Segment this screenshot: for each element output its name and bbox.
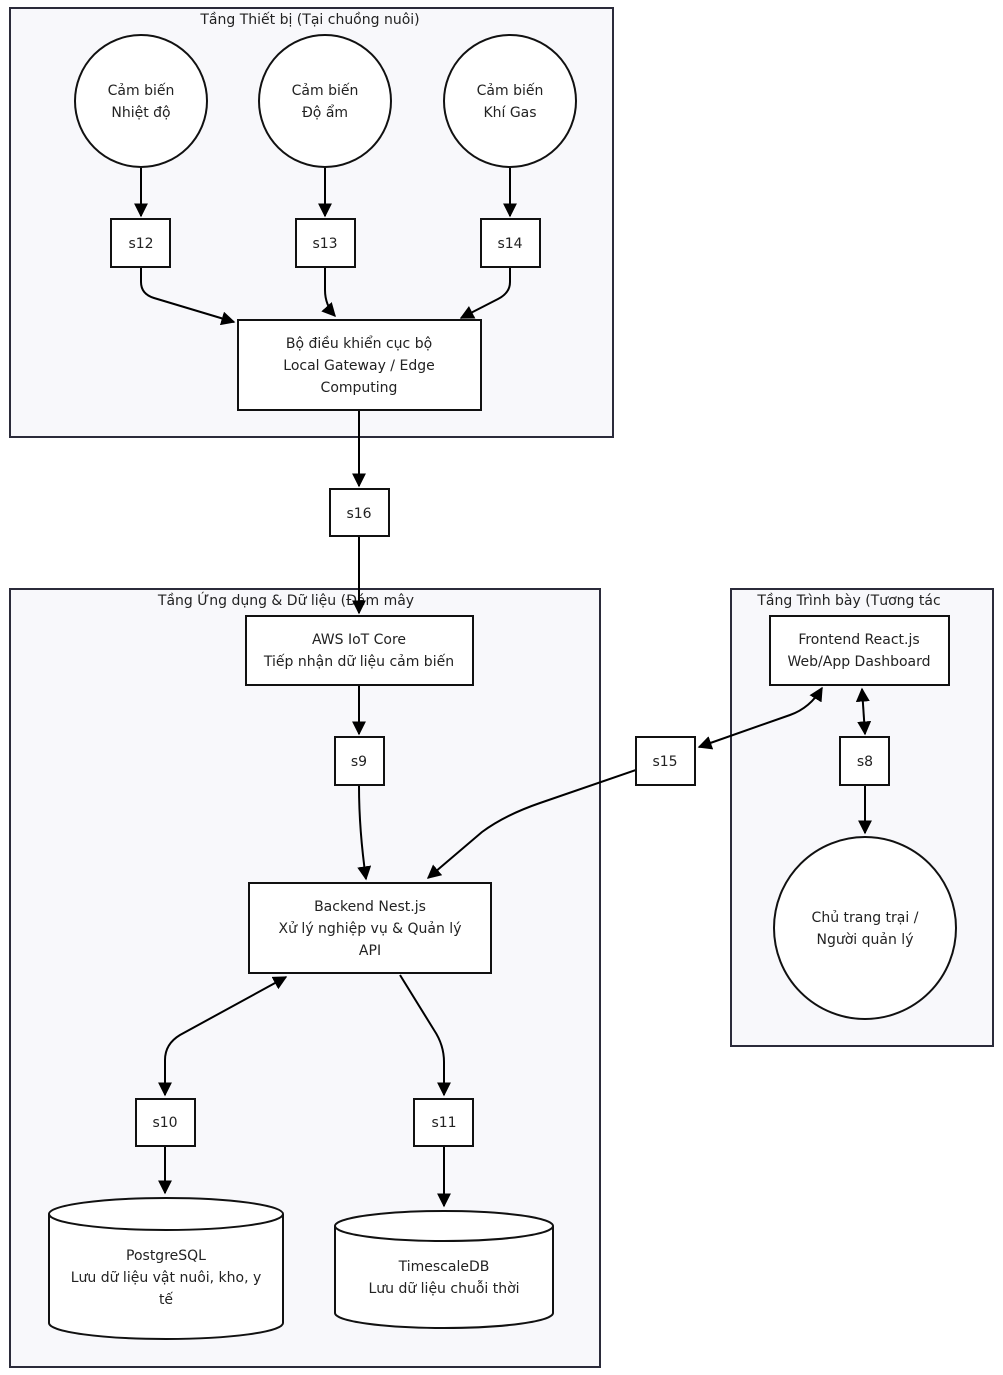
cluster-presentation-title: Tầng Trình bày (Tương tác bbox=[756, 593, 940, 609]
label-s10-text: s10 bbox=[152, 1115, 177, 1131]
cluster-cloud-title: Tầng Ứng dụng & Dữ liệu (Đám mây bbox=[157, 591, 414, 609]
gateway-line1: Bộ điều khiển cục bộ bbox=[286, 335, 432, 352]
label-s14-text: s14 bbox=[497, 236, 522, 252]
node-aws-iot-core: AWS IoT Core Tiếp nhận dữ liệu cảm biến bbox=[245, 615, 474, 686]
timescale-line2: Lưu dữ liệu chuỗi thời bbox=[368, 1280, 519, 1297]
edge-s13-gateway bbox=[321, 268, 336, 318]
node-humidity-sensor: Cảm biến Độ ẩm bbox=[258, 34, 392, 168]
label-s15: s15 bbox=[635, 736, 696, 786]
label-s12: s12 bbox=[110, 218, 171, 268]
farm-owner-line2: Người quản lý bbox=[817, 932, 914, 948]
label-s16-text: s16 bbox=[346, 506, 371, 522]
backend-line3: API bbox=[359, 943, 381, 959]
temp-sensor-line2: Nhiệt độ bbox=[111, 105, 170, 121]
node-gas-sensor: Cảm biến Khí Gas bbox=[443, 34, 577, 168]
edge-frontend-s15 bbox=[697, 686, 823, 750]
gas-sensor-line1: Cảm biến bbox=[477, 82, 544, 99]
edge-backend-s11 bbox=[399, 974, 451, 1097]
label-s11-text: s11 bbox=[431, 1115, 456, 1131]
cluster-device-title: Tầng Thiết bị (Tại chuồng nuôi) bbox=[199, 11, 419, 28]
backend-line1: Backend Nest.js bbox=[314, 899, 426, 915]
edges bbox=[134, 168, 872, 1208]
label-s12-text: s12 bbox=[128, 236, 153, 252]
node-timescaledb-database: TimescaleDB Lưu dữ liệu chuỗi thời bbox=[334, 1210, 554, 1329]
postgres-line3: tế bbox=[159, 1291, 173, 1308]
label-s10: s10 bbox=[135, 1098, 196, 1147]
backend-line2: Xử lý nghiệp vụ & Quản lý bbox=[279, 921, 462, 937]
edge-frontend-s8 bbox=[855, 687, 872, 736]
gateway-line3: Computing bbox=[321, 380, 398, 396]
label-s8-text: s8 bbox=[857, 754, 873, 770]
node-backend-nestjs: Backend Nest.js Xử lý nghiệp vụ & Quản l… bbox=[248, 882, 492, 974]
label-s9-text: s9 bbox=[351, 754, 367, 770]
edge-s12-gateway bbox=[140, 268, 236, 326]
edge-s14-gateway bbox=[459, 268, 511, 319]
aws-iot-line2: Tiếp nhận dữ liệu cảm biến bbox=[263, 653, 454, 670]
aws-iot-line1: AWS IoT Core bbox=[312, 632, 406, 648]
edge-backend-s10 bbox=[158, 976, 288, 1097]
node-temperature-sensor: Cảm biến Nhiệt độ bbox=[74, 34, 208, 168]
node-frontend-react: Frontend React.js Web/App Dashboard bbox=[769, 615, 950, 686]
label-s15-text: s15 bbox=[652, 754, 677, 770]
postgres-line1: PostgreSQL bbox=[126, 1248, 206, 1264]
postgres-line2: Lưu dữ liệu vật nuôi, kho, y bbox=[71, 1270, 262, 1286]
edge-s9-backend bbox=[357, 785, 372, 881]
label-s16: s16 bbox=[329, 488, 390, 537]
label-s11: s11 bbox=[413, 1098, 474, 1147]
temp-sensor-line1: Cảm biến bbox=[108, 82, 175, 99]
node-farm-owner: Chủ trang trại / Người quản lý bbox=[773, 836, 957, 1020]
label-s13-text: s13 bbox=[312, 236, 337, 252]
label-s9: s9 bbox=[334, 736, 385, 786]
timescale-line1: TimescaleDB bbox=[398, 1259, 490, 1275]
label-s13: s13 bbox=[295, 218, 356, 268]
label-s8: s8 bbox=[839, 736, 890, 786]
frontend-line1: Frontend React.js bbox=[798, 632, 919, 648]
humidity-sensor-line1: Cảm biến bbox=[292, 82, 359, 99]
node-postgresql-database: PostgreSQL Lưu dữ liệu vật nuôi, kho, y … bbox=[48, 1197, 284, 1340]
humidity-sensor-line2: Độ ẩm bbox=[302, 104, 348, 121]
label-s14: s14 bbox=[480, 218, 541, 268]
node-local-gateway: Bộ điều khiển cục bộ Local Gateway / Edg… bbox=[237, 319, 482, 411]
gateway-line2: Local Gateway / Edge bbox=[283, 358, 434, 374]
farm-owner-line1: Chủ trang trại / bbox=[812, 910, 919, 926]
frontend-line2: Web/App Dashboard bbox=[788, 654, 931, 670]
gas-sensor-line2: Khí Gas bbox=[483, 105, 536, 121]
edge-s15-backend bbox=[426, 769, 637, 879]
